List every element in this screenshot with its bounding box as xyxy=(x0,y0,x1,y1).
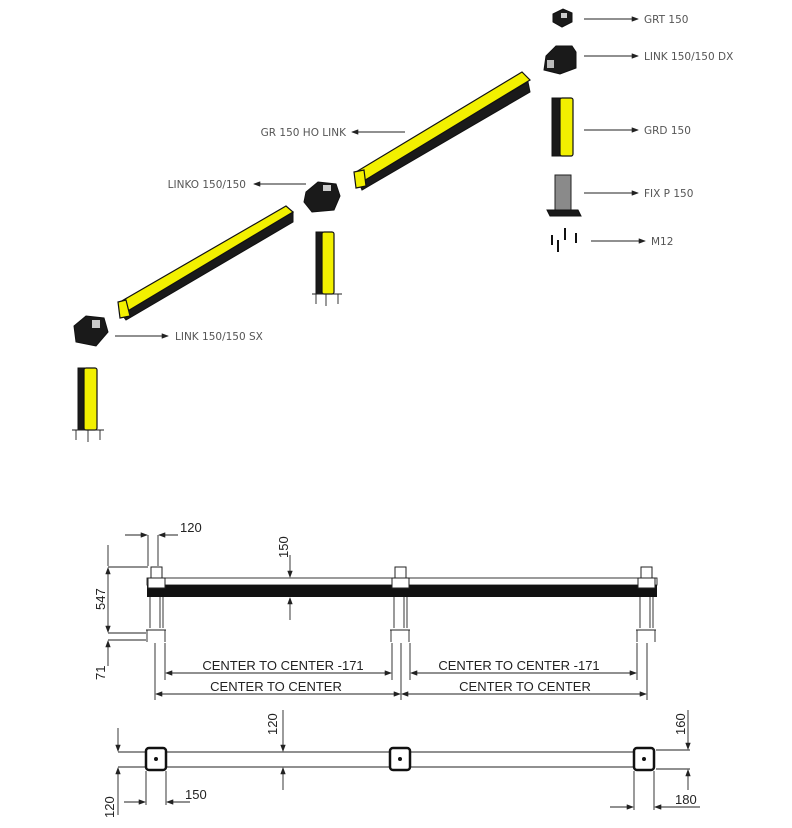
dim-rail-depth-120: 120 xyxy=(265,713,280,735)
left-post xyxy=(72,367,104,442)
linko-joint xyxy=(303,181,341,213)
dim-end-width-180: 180 xyxy=(675,792,697,807)
label-link-dx: LINK 150/150 DX xyxy=(644,51,733,63)
m12-bolts xyxy=(551,228,577,252)
grt-cap xyxy=(552,8,573,28)
plan-post-2 xyxy=(388,746,412,772)
label-fix-p-150: FIX P 150 xyxy=(644,188,693,200)
post-1 xyxy=(146,566,166,642)
plan-view: 120 160 120 150 180 xyxy=(102,710,700,818)
plan-post-3 xyxy=(632,746,656,772)
dim-post-width-150: 150 xyxy=(185,787,207,802)
dim-ctc-minus-171-left: CENTER TO CENTER -171 xyxy=(202,658,363,673)
dim-ctc-left: CENTER TO CENTER xyxy=(210,679,342,694)
label-grd-150: GRD 150 xyxy=(644,125,691,137)
dim-post-width-120: 120 xyxy=(180,520,202,535)
beam-right xyxy=(353,71,531,191)
label-m12: M12 xyxy=(651,236,673,248)
dim-ctc-right: CENTER TO CENTER xyxy=(459,679,591,694)
dim-end-depth-160: 160 xyxy=(673,713,688,735)
dim-height-547: 547 xyxy=(93,588,108,610)
fix-plate xyxy=(546,174,582,217)
dim-ctc-minus-171-right: CENTER TO CENTER -171 xyxy=(438,658,599,673)
label-linko: LINKO 150/150 xyxy=(168,179,246,191)
dim-rail-height-150: 150 xyxy=(276,536,291,558)
post-3 xyxy=(636,566,656,642)
label-gr-ho-link: GR 150 HO LINK xyxy=(261,127,347,139)
dim-left-depth-120: 120 xyxy=(102,796,117,818)
beam-left xyxy=(117,205,295,321)
front-view: 120 150 547 71 CENTER TO CENTER -171 CEN… xyxy=(93,520,658,700)
post-2 xyxy=(390,566,410,642)
dim-base-71: 71 xyxy=(93,666,108,680)
grd-post xyxy=(551,97,574,157)
plan-post-1 xyxy=(144,746,168,772)
label-grt-150: GRT 150 xyxy=(644,14,688,26)
link-dx xyxy=(543,45,577,75)
exploded-view: GRT 150 LINK 150/150 DX GRD 150 FIX P 15… xyxy=(72,8,733,442)
link-sx xyxy=(73,315,109,347)
label-link-sx: LINK 150/150 SX xyxy=(175,331,263,343)
middle-post xyxy=(312,231,342,306)
